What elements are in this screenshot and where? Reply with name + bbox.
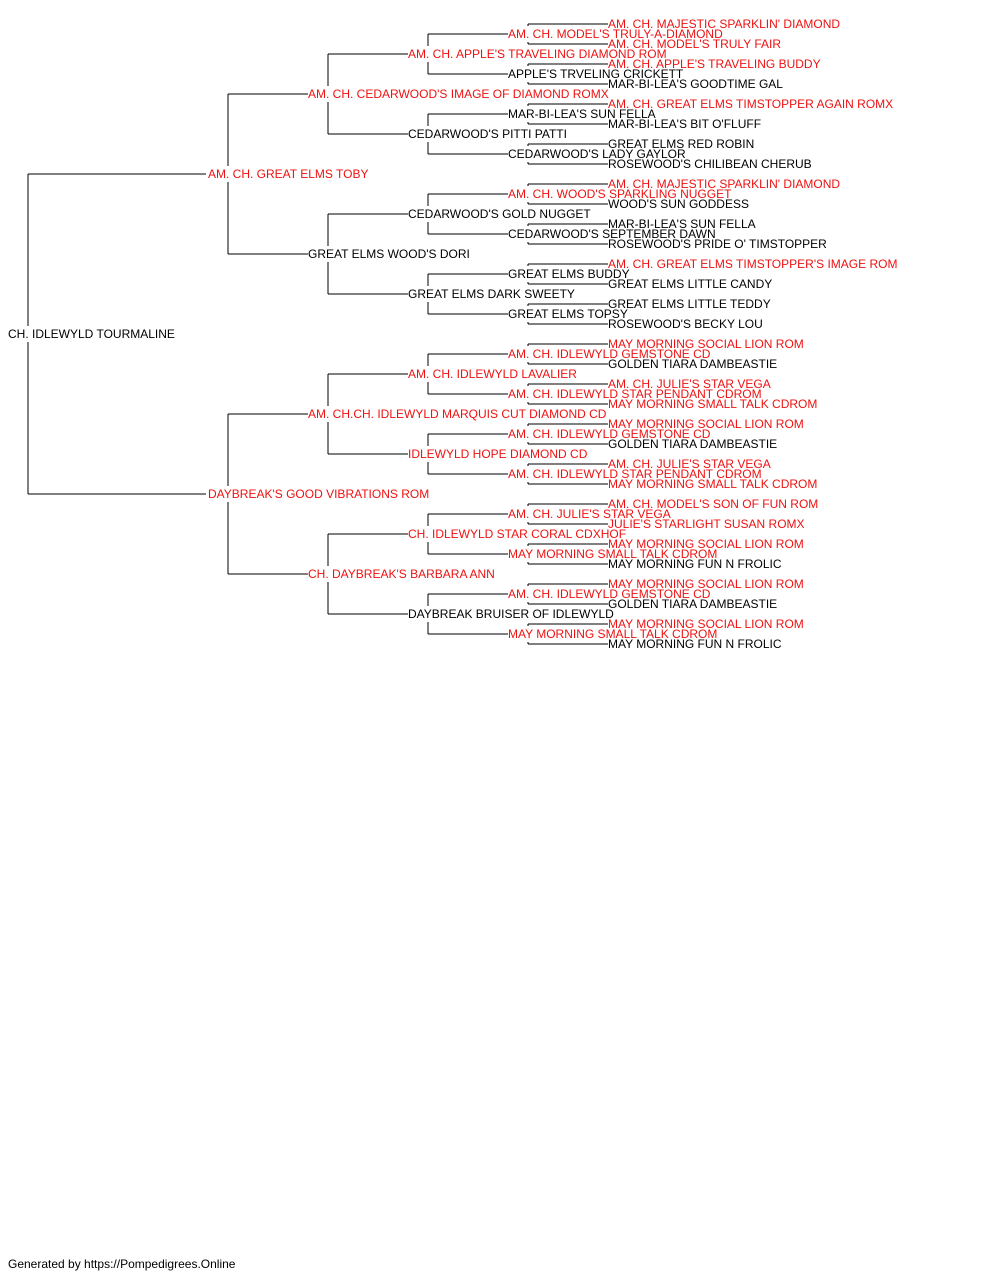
dog-labels: AM. CH. GREAT ELMS TOBY AM. CH. CEDARWOOD… (8, 17, 897, 651)
dog-name-label: AM. CH. GREAT ELMS TOBY (208, 167, 368, 181)
dog-name-label: CEDARWOOD'S PITTI PATTI (408, 127, 567, 141)
dog-name-label: MAY MORNING SMALL TALK CDROM (608, 397, 817, 411)
dog-name-label: GREAT ELMS LITTLE CANDY (608, 277, 772, 291)
dog-name-label: MAY MORNING SOCIAL LION ROM (608, 617, 804, 631)
dog-name-label: AM. CH. GREAT ELMS TIMSTOPPER'S IMAGE RO… (608, 257, 897, 271)
dog-name-label: GREAT ELMS WOOD'S DORI (308, 247, 470, 261)
dog-name-label: CH. DAYBREAK'S BARBARA ANN (308, 567, 495, 581)
dog-name-label: AM. CH. MODEL'S SON OF FUN ROM (608, 497, 818, 511)
generated-by-footer: Generated by https://Pompedigrees.Online (8, 1257, 236, 1271)
dog-name-label: GREAT ELMS BUDDY (508, 267, 630, 281)
dog-name-label: AM. CH. IDLEWYLD GEMSTONE CD (508, 347, 711, 361)
dog-name-label: MAY MORNING SMALL TALK CDROM (508, 547, 717, 561)
dog-name-label: AM. CH. JULIE'S STAR VEGA (608, 457, 771, 471)
dog-name-label: CEDARWOOD'S SEPTEMBER DAWN (508, 227, 716, 241)
dog-name-label: GREAT ELMS RED ROBIN (608, 137, 754, 151)
dog-name-label: MAY MORNING SOCIAL LION ROM (608, 417, 804, 431)
dog-name-label: GOLDEN TIARA DAMBEASTIE (608, 437, 777, 451)
dog-name-label: CH. IDLEWYLD TOURMALINE (8, 327, 175, 341)
dog-name-label: MAY MORNING SMALL TALK CDROM (508, 627, 717, 641)
connector-lines (27, 23, 608, 645)
dog-name-label: MAY MORNING FUN N FROLIC (608, 637, 782, 651)
dog-name-label: AM. CH. WOOD'S SPARKLING NUGGET (508, 187, 732, 201)
dog-name-label: AM. CH. CEDARWOOD'S IMAGE OF DIAMOND ROM… (308, 87, 609, 101)
dog-name-label: JULIE'S STARLIGHT SUSAN ROMX (608, 517, 805, 531)
dog-name-label: AM. CH. JULIE'S STAR VEGA (508, 507, 671, 521)
dog-name-label: MAR-BI-LEA'S SUN FELLA (608, 217, 756, 231)
dog-name-label: ROSEWOOD'S BECKY LOU (608, 317, 763, 331)
dog-name-label: MAY MORNING SMALL TALK CDROM (608, 477, 817, 491)
dog-name-label: AM. CH. IDLEWYLD LAVALIER (408, 367, 577, 381)
dog-name-label: APPLE'S TRVELING CRICKETT (508, 67, 684, 81)
dog-name-label: WOOD'S SUN GODDESS (608, 197, 749, 211)
dog-name-label: CH. IDLEWYLD STAR CORAL CDXHOF (408, 527, 626, 541)
dog-name-label: AM. CH. IDLEWYLD GEMSTONE CD (508, 587, 711, 601)
dog-name-label: CEDARWOOD'S LADY GAYLOR (508, 147, 686, 161)
dog-name-label: MAY MORNING SOCIAL LION ROM (608, 577, 804, 591)
dog-name-label: AM. CH. APPLE'S TRAVELING DIAMOND ROM (408, 47, 667, 61)
dog-name-label: MAY MORNING SOCIAL LION ROM (608, 337, 804, 351)
dog-name-label: GOLDEN TIARA DAMBEASTIE (608, 597, 777, 611)
dog-name-label: AM. CH. MAJESTIC SPARKLIN' DIAMOND (608, 17, 840, 31)
dog-name-label: DAYBREAK BRUISER OF IDLEWYLD (408, 607, 614, 621)
dog-name-label: CEDARWOOD'S GOLD NUGGET (408, 207, 591, 221)
dog-name-label: MAR-BI-LEA'S GOODTIME GAL (608, 77, 783, 91)
dog-name-label: AM. CH. IDLEWYLD GEMSTONE CD (508, 427, 711, 441)
dog-name-label: AM. CH. IDLEWYLD STAR PENDANT CDROM (508, 467, 762, 481)
dog-name-label: AM. CH. APPLE'S TRAVELING BUDDY (608, 57, 821, 71)
dog-name-label: MAR-BI-LEA'S BIT O'FLUFF (608, 117, 761, 131)
dog-name-label: ROSEWOOD'S PRIDE O' TIMSTOPPER (608, 237, 827, 251)
dog-name-label: GREAT ELMS DARK SWEETY (408, 287, 575, 301)
dog-name-label: AM. CH. IDLEWYLD STAR PENDANT CDROM (508, 387, 762, 401)
dog-name-label: GREAT ELMS LITTLE TEDDY (608, 297, 771, 311)
dog-name-label: AM. CH. MODEL'S TRULY-A-DIAMOND (508, 27, 723, 41)
dog-name-label: ROSEWOOD'S CHILIBEAN CHERUB (608, 157, 812, 171)
dog-name-label: AM. CH. GREAT ELMS TIMSTOPPER AGAIN ROMX (608, 97, 893, 111)
dog-name-label: AM. CH. JULIE'S STAR VEGA (608, 377, 771, 391)
dog-name-label: MAR-BI-LEA'S SUN FELLA (508, 107, 656, 121)
dog-name-label: AM. CH. MODEL'S TRULY FAIR (608, 37, 781, 51)
dog-name-label: GREAT ELMS TOPSY (508, 307, 628, 321)
dog-name-label: IDLEWYLD HOPE DIAMOND CD (408, 447, 588, 461)
dog-name-label: AM. CH. MAJESTIC SPARKLIN' DIAMOND (608, 177, 840, 191)
dog-name-label: GOLDEN TIARA DAMBEASTIE (608, 357, 777, 371)
dog-name-label: MAY MORNING FUN N FROLIC (608, 557, 782, 571)
dog-name-label: MAY MORNING SOCIAL LION ROM (608, 537, 804, 551)
dog-name-label: DAYBREAK'S GOOD VIBRATIONS ROM (208, 487, 429, 501)
dog-name-label: AM. CH.CH. IDLEWYLD MARQUIS CUT DIAMOND … (308, 407, 607, 421)
